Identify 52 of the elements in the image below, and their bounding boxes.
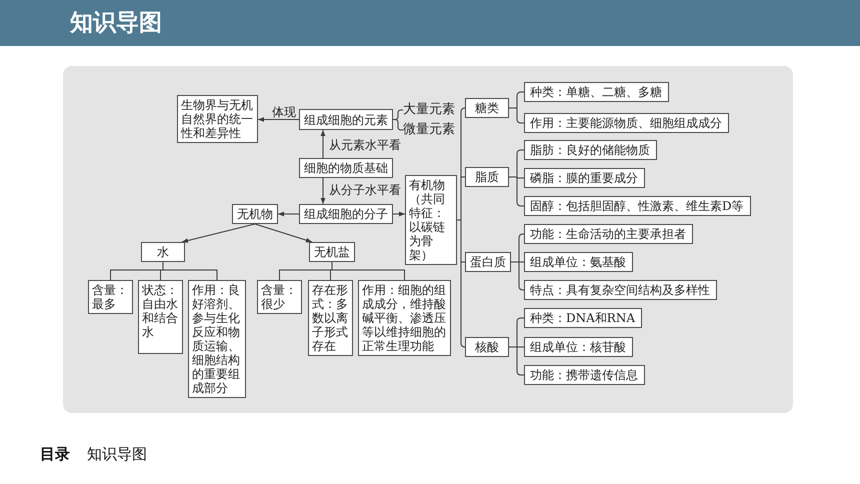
bracket-line — [508, 108, 524, 124]
concept-box: 脂肪：良好的储能物质 — [524, 140, 657, 160]
concept-box: 脂质 — [465, 167, 509, 187]
concept-box: 功能：携带遗传信息 — [524, 365, 645, 385]
arrow — [254, 224, 312, 242]
edge-label: 从元素水平看 — [328, 138, 402, 152]
concept-box: 种类：单糖、二糖、多糖 — [524, 82, 669, 102]
concept-box: 有机物（共同特征：以碳链为骨架） — [405, 175, 457, 265]
brace-line — [392, 119, 404, 130]
arrow — [182, 224, 256, 243]
concept-box: 核酸 — [465, 337, 509, 357]
connector-line — [332, 262, 405, 280]
page-title: 知识导图 — [70, 9, 162, 38]
concept-box: 功能：生命活动的主要承担者 — [524, 224, 693, 244]
edge-label: 体现 — [271, 105, 297, 119]
arrow — [278, 212, 300, 216]
arrow — [258, 117, 300, 122]
concept-box: 细胞的物质基础 — [299, 158, 393, 178]
concept-box: 无机物 — [232, 204, 278, 224]
concept-box: 种类：DNA和RNA — [524, 308, 642, 328]
concept-box: 组成单位：氨基酸 — [524, 252, 633, 272]
concept-box: 状态：自由水和结合水 — [138, 280, 183, 354]
concept-box: 组成细胞的元素 — [299, 109, 393, 130]
footer-label: 目录 — [40, 444, 70, 464]
concept-box: 含量：最多 — [88, 280, 133, 314]
concept-box: 无机盐 — [309, 242, 355, 262]
concept-box: 作用：良好溶剂、参与生化反应和物质运输、细胞结构的重要组成部分 — [188, 280, 246, 398]
concept-box: 特点：具有复杂空间结构及多样性 — [524, 280, 717, 300]
term-label: 微量元素 — [403, 122, 455, 138]
bracket-line — [510, 262, 524, 290]
concept-box: 糖类 — [465, 98, 509, 118]
bracket-line — [456, 220, 466, 348]
arrow — [320, 130, 326, 158]
bracket-line — [508, 346, 524, 376]
concept-box: 作用：主要能源物质、细胞组成成分 — [524, 113, 729, 133]
concept-box: 组成单位：核苷酸 — [524, 337, 633, 357]
connector-line — [162, 262, 218, 280]
concept-box: 含量：很少 — [257, 280, 302, 314]
bracket-line — [508, 176, 524, 206]
edge-label: 从分子水平看 — [328, 183, 402, 197]
arrow — [320, 178, 326, 204]
concept-box: 组成细胞的分子 — [299, 204, 393, 224]
concept-box: 生物界与无机自然界的统一性和差异性 — [177, 95, 258, 143]
concept-box: 磷脂：膜的重要成分 — [524, 168, 645, 188]
concept-box: 作用：细胞的组成成分，维持酸碱平衡、渗透压等以维持细胞的正常生理功能 — [358, 280, 451, 356]
term-label: 大量元素 — [403, 102, 455, 118]
concept-box: 存在形式：多数以离子形式存在 — [308, 280, 353, 356]
footer-title: 知识导图 — [87, 444, 147, 464]
concept-box: 水 — [141, 242, 185, 262]
concept-box: 固醇：包括胆固醇、性激素、维生素D等 — [524, 196, 751, 216]
arrow — [392, 212, 406, 216]
concept-box: 蛋白质 — [465, 252, 511, 272]
